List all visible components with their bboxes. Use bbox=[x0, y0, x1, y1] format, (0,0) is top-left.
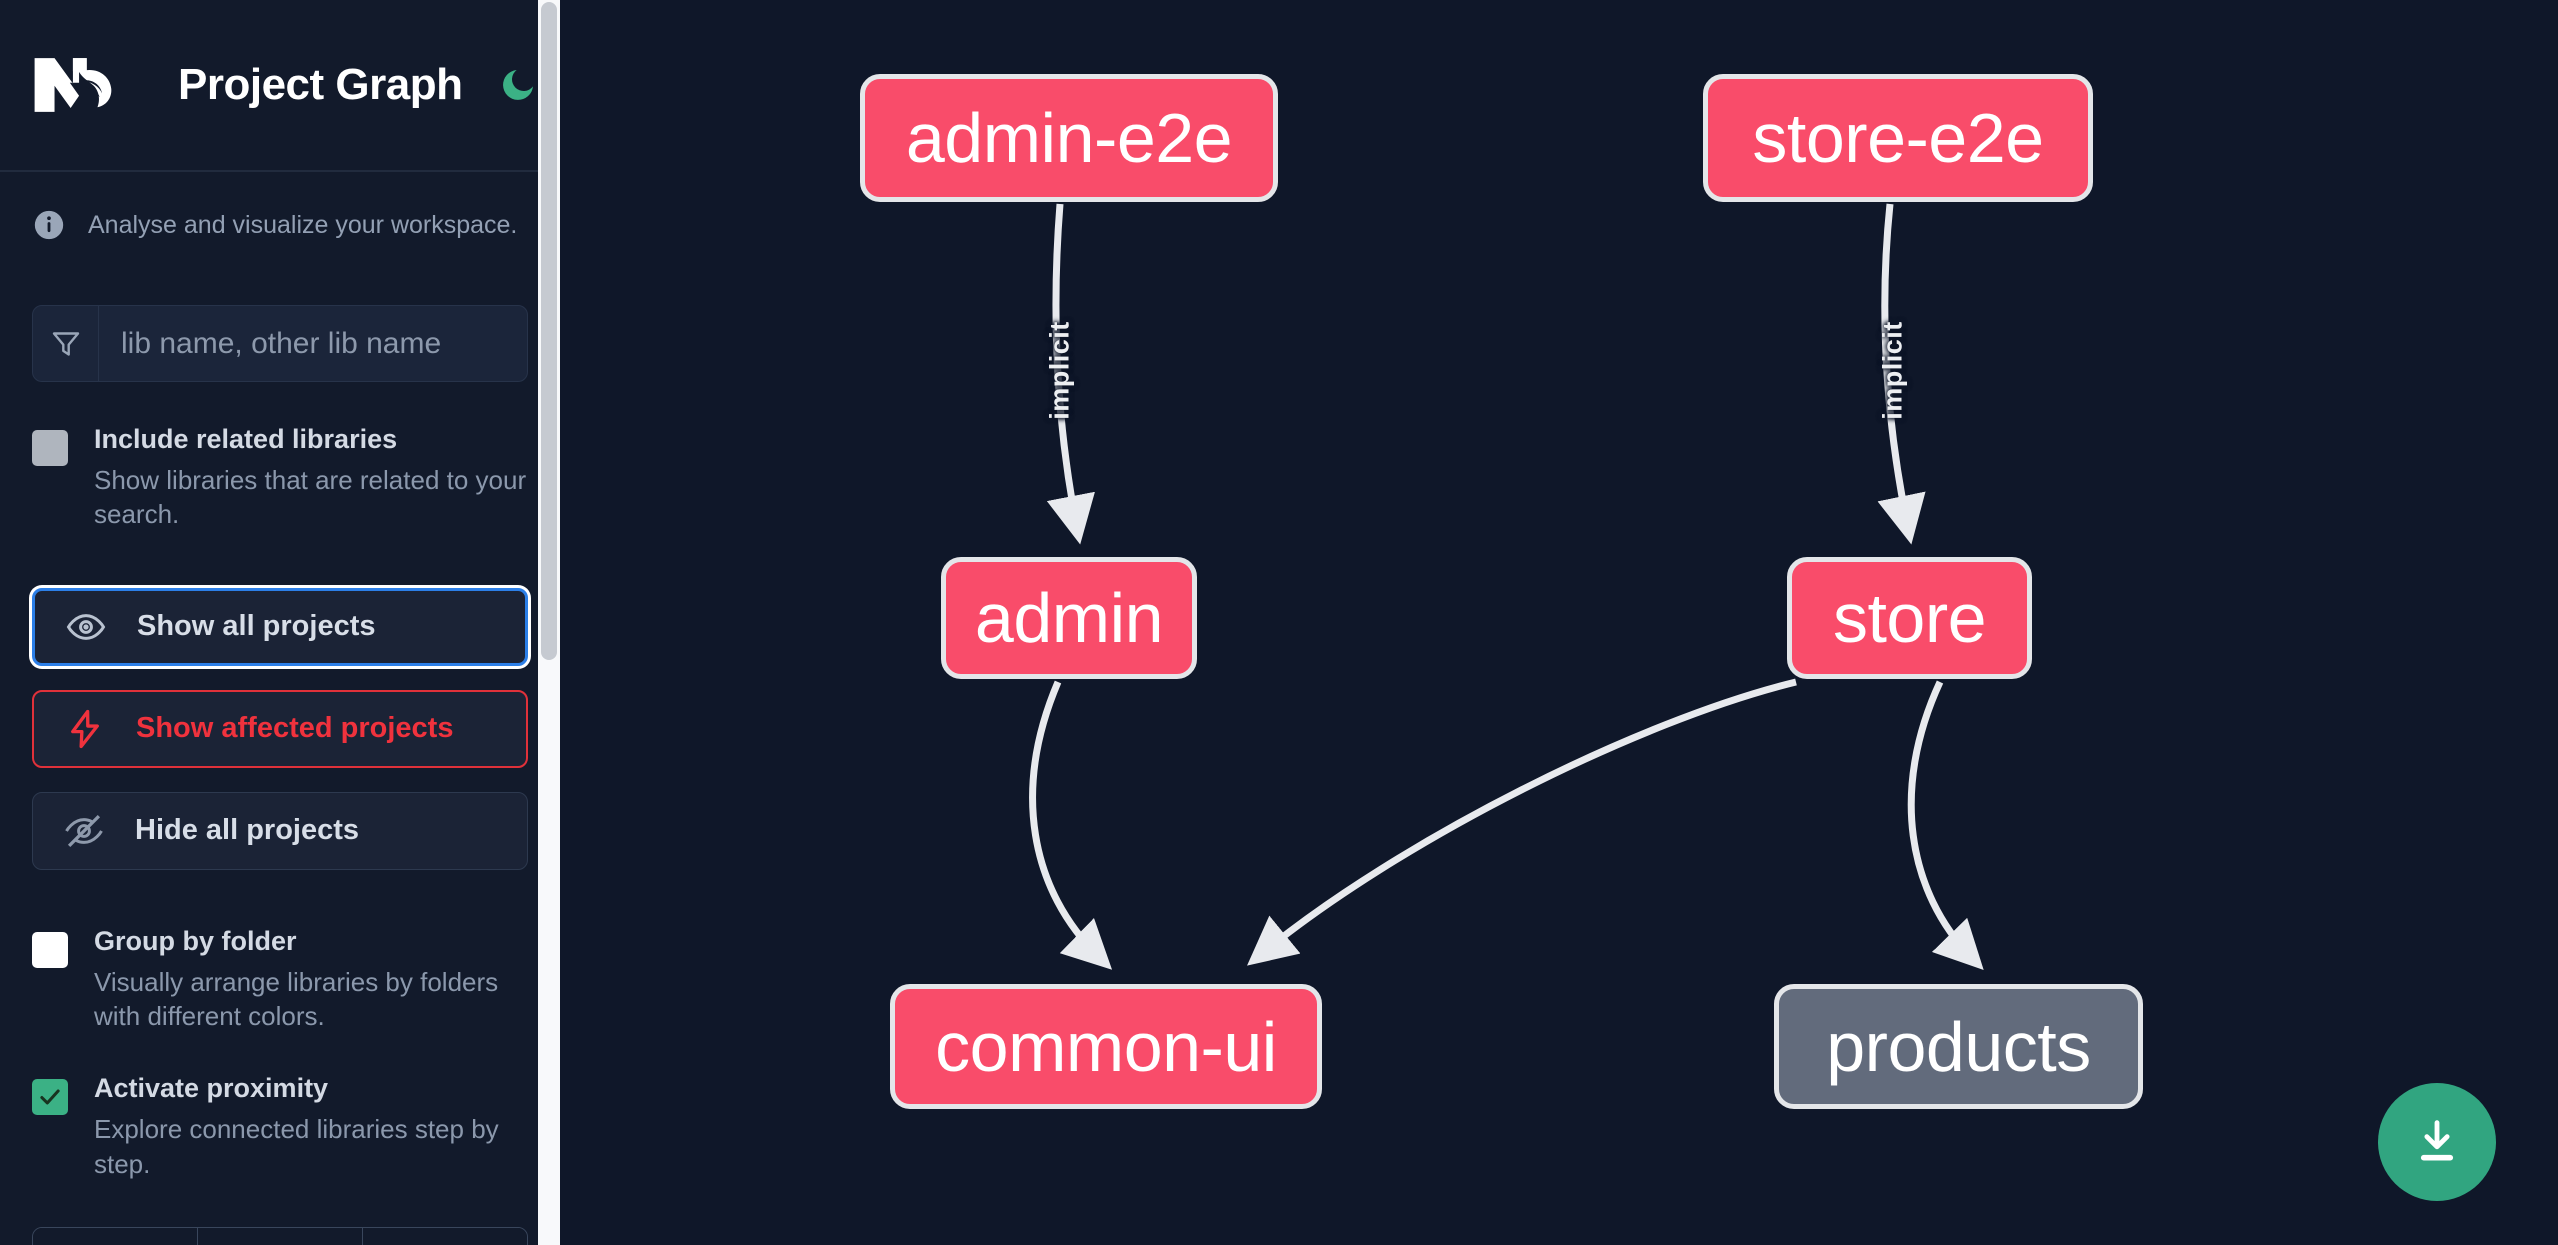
workspace-info: Analyse and visualize your workspace. bbox=[32, 208, 528, 242]
graph-node-admin[interactable]: admin bbox=[941, 557, 1197, 679]
check-icon bbox=[40, 1089, 60, 1105]
hide-all-projects-button[interactable]: Hide all projects bbox=[32, 791, 528, 870]
moon-icon[interactable] bbox=[496, 63, 540, 107]
checkbox-label: Group by folder bbox=[94, 925, 297, 956]
segmented-button-group[interactable] bbox=[32, 1227, 528, 1245]
info-circle-icon bbox=[34, 210, 64, 240]
checkbox-description: Show libraries that are related to your … bbox=[94, 465, 527, 530]
graph-node-label: store bbox=[1832, 579, 1987, 657]
search-input[interactable] bbox=[99, 306, 527, 381]
graph-edges bbox=[1029, 203, 1984, 971]
nx-logo-icon bbox=[34, 58, 112, 112]
page-title: Project Graph bbox=[178, 60, 463, 109]
download-icon bbox=[2420, 1120, 2454, 1161]
download-button[interactable] bbox=[2378, 1083, 2496, 1201]
graph-node-label: common-ui bbox=[935, 1007, 1277, 1086]
segment-2[interactable] bbox=[198, 1228, 363, 1245]
segment-1[interactable] bbox=[33, 1228, 198, 1245]
sidebar-body: Analyse and visualize your workspace. In… bbox=[0, 208, 560, 1181]
segment-3[interactable] bbox=[363, 1228, 527, 1245]
graph-node-common-ui[interactable]: common-ui bbox=[890, 984, 1322, 1109]
checkbox-label: Include related libraries bbox=[94, 424, 398, 454]
checkbox-box-unchecked[interactable] bbox=[32, 931, 68, 968]
show-affected-projects-label: Show affected projects bbox=[136, 712, 454, 745]
checkbox-description: Explore connected libraries step by step… bbox=[94, 1114, 499, 1179]
show-all-projects-label: Show all projects bbox=[137, 610, 376, 643]
sidebar-header: Project Graph bbox=[0, 0, 560, 172]
graph-node-products[interactable]: products bbox=[1774, 984, 2143, 1109]
sidebar: Project Graph Analyse and visualize your… bbox=[0, 0, 560, 1245]
lightning-bolt-icon bbox=[71, 709, 99, 748]
edge-label-store-e2e-to-store: implicit bbox=[1877, 321, 1908, 420]
show-affected-projects-button[interactable]: Show affected projects bbox=[32, 689, 528, 768]
edge-admin-to-common-ui bbox=[1029, 680, 1113, 970]
sidebar-scrollbar-thumb[interactable] bbox=[541, 2, 557, 660]
edge-store-e2e-to-store bbox=[1877, 203, 1926, 545]
checkbox-group-by-folder[interactable]: Group by folder Visually arrange librari… bbox=[32, 925, 528, 1034]
graph-node-label: admin bbox=[974, 579, 1164, 657]
graph-canvas[interactable]: admin-e2e store-e2e admin store common-u… bbox=[560, 0, 2558, 1245]
graph-node-label: admin-e2e bbox=[905, 99, 1233, 177]
checkbox-include-related-libraries[interactable]: Include related libraries Show libraries… bbox=[32, 426, 528, 532]
show-all-projects-button[interactable]: Show all projects bbox=[32, 587, 528, 666]
checkbox-activate-proximity[interactable]: Activate proximity Explore connected lib… bbox=[32, 1075, 528, 1181]
graph-node-label: products bbox=[1826, 1007, 2091, 1086]
graph-node-label: store-e2e bbox=[1752, 99, 2044, 177]
eye-icon bbox=[66, 613, 106, 640]
edge-store-to-common-ui bbox=[1247, 678, 1797, 966]
graph-node-store[interactable]: store bbox=[1787, 557, 2032, 679]
edge-admin-e2e-to-admin bbox=[1046, 203, 1095, 545]
filter-input-wrapper[interactable] bbox=[32, 305, 528, 382]
checkbox-box-unchecked[interactable] bbox=[32, 430, 68, 466]
eye-off-icon bbox=[65, 814, 103, 847]
funnel-filter-icon bbox=[33, 306, 99, 381]
checkbox-label: Activate proximity bbox=[94, 1073, 329, 1104]
sidebar-scrollbar-track[interactable] bbox=[538, 0, 560, 1245]
checkbox-description: Visually arrange libraries by folders wi… bbox=[94, 966, 499, 1031]
graph-node-admin-e2e[interactable]: admin-e2e bbox=[860, 74, 1278, 202]
hide-all-projects-label: Hide all projects bbox=[135, 814, 360, 847]
workspace-info-text: Analyse and visualize your workspace. bbox=[88, 210, 518, 239]
edge-label-admin-e2e-to-admin: implicit bbox=[1044, 321, 1075, 420]
edge-store-to-products bbox=[1907, 680, 1984, 971]
graph-node-store-e2e[interactable]: store-e2e bbox=[1703, 74, 2093, 202]
checkbox-box-checked[interactable] bbox=[32, 1079, 68, 1116]
